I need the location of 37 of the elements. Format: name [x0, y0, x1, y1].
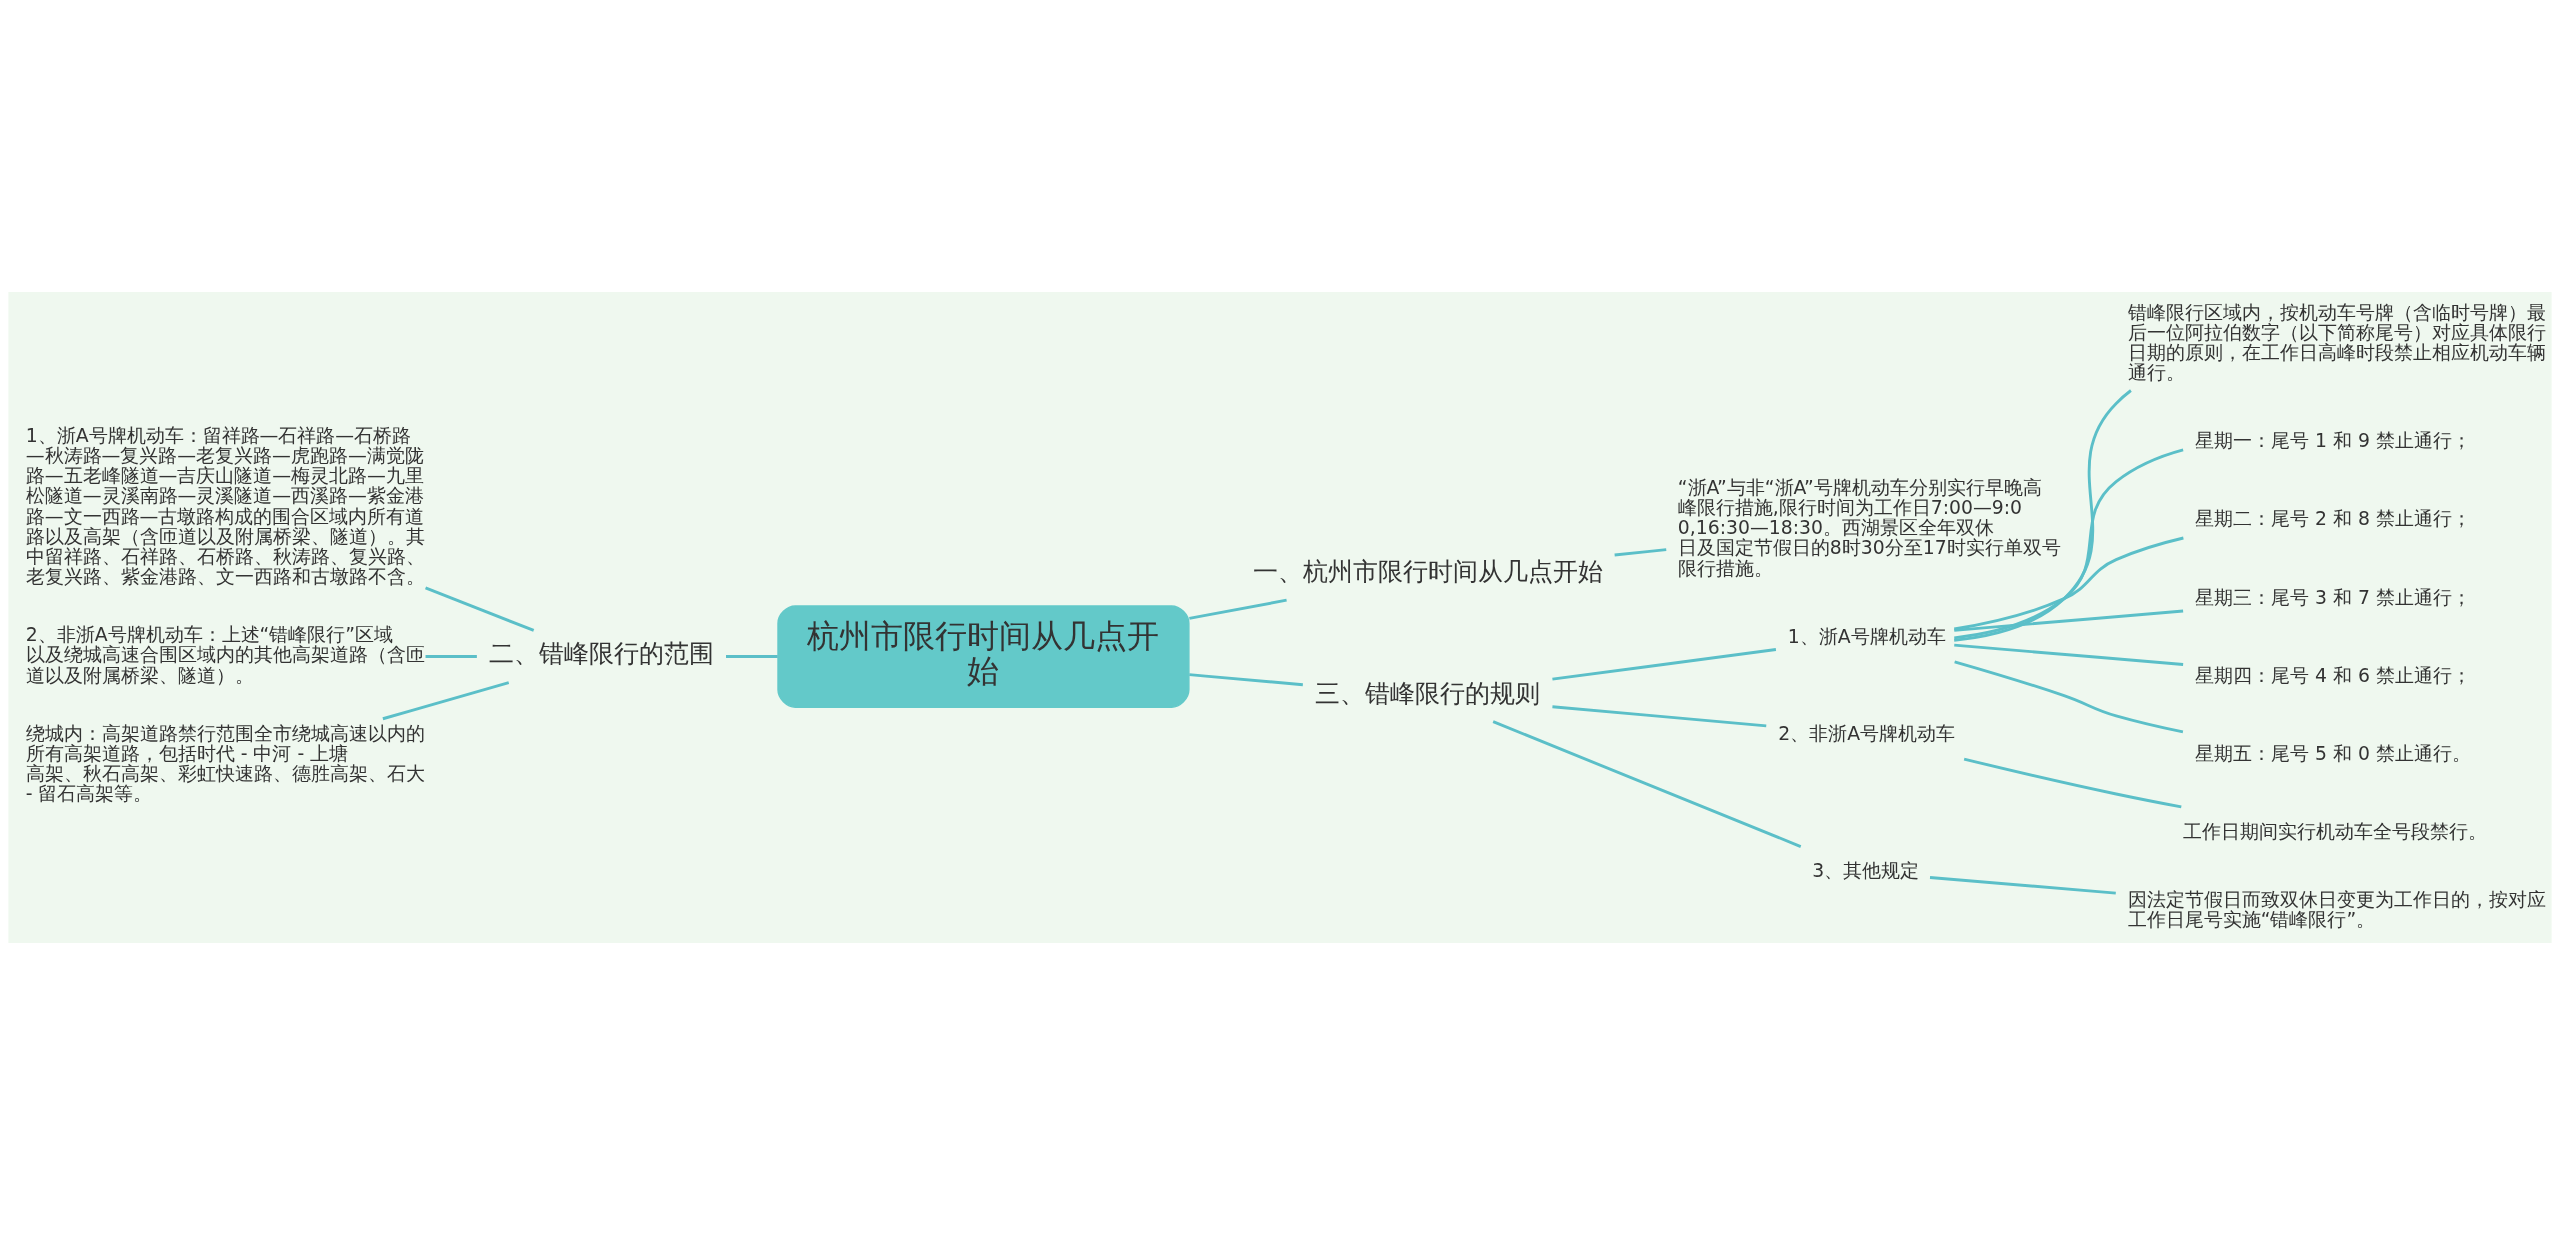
connector	[425, 655, 477, 658]
connector	[1954, 536, 2184, 631]
node-text: 星期四：尾号 4 和 6 禁止通行；	[2195, 664, 2471, 686]
connector	[1552, 648, 1777, 681]
connector	[726, 655, 778, 658]
node-text: 1、浙A号牌机动车	[1787, 625, 1946, 647]
node-text: 2、非浙A号牌机动车	[1778, 722, 1956, 744]
node-text: 三、错峰限行的规则	[1314, 678, 1540, 708]
node-text: 星期一：尾号 1 和 9 禁止通行；	[2195, 430, 2471, 452]
node-text: 星期五：尾号 5 和 0 禁止通行。	[2195, 742, 2471, 764]
connector	[382, 681, 510, 721]
connector	[1492, 720, 1802, 848]
connector	[1954, 448, 2184, 640]
node-text: 2、非浙A号牌机动车：上述“错峰限行”区域以及绕城高速合围区域内的其他高架道路（含匝道以及附属桥梁、隧道）。	[25, 624, 425, 686]
node-text: 一、杭州市限行时间从几点开始	[1252, 557, 1603, 587]
node-text: 3、其他规定	[1812, 860, 1920, 882]
node-text: 星期三：尾号 3 和 7 禁止通行；	[2195, 586, 2471, 608]
connector	[1954, 389, 2132, 642]
connector	[1929, 876, 2116, 895]
connector	[1189, 598, 1287, 620]
connector	[1189, 673, 1303, 687]
node-text: 1、浙A号牌机动车：留祥路—石祥路—石桥路—秋涛路—复兴路—老复兴路—虎跑路—满觉陇路—五老峰隧道—吉庆山隧道—梅灵北路—九里松隧道—灵溪南路—灵溪隧道—西溪路—紫金港路—文一西路—古墩路构成的围合区域内所有道路以及高架（含匝道以及附属桥梁、隧道）。其中留祥路、石祥路、石桥路、秋涛路、复兴路、老复兴路、紫金港路、文一西路和古墩路不含。	[25, 424, 425, 588]
node-text: 二、错峰限行的范围	[488, 639, 714, 669]
connector	[1614, 548, 1667, 557]
node-text: “浙A”与非“浙A”号牌机动车分别实行早晚高峰限行措施,限行时间为工作日7:00—9:00,16:30—18:30。西湖景区全年双休日及国定节假日的8时30分至17时实行单双号限行措施。	[1677, 476, 2061, 579]
node-text: 错峰限行区域内，按机动车号牌（含临时号牌）最后一位阿拉伯数字（以下简称尾号）对应具体限行日期的原则，在工作日高峰时段禁止相应机动车辆通行。	[2127, 301, 2546, 384]
connector	[1954, 609, 2184, 632]
node-text: 因法定节假日而致双休日变更为工作日的，按对应工作日尾号实施“错峰限行”。	[2127, 888, 2546, 931]
node-text: 星期二：尾号 2 和 8 禁止通行；	[2195, 508, 2471, 530]
connector	[1954, 643, 2184, 666]
connector	[1963, 757, 2182, 809]
connector	[425, 586, 535, 632]
connector	[1552, 705, 1767, 728]
connector	[1954, 660, 2184, 734]
node-box: 杭州市限行时间从几点开始	[777, 605, 1190, 708]
node-text: 工作日期间实行机动车全号段禁行。	[2182, 820, 2487, 842]
node-text: 绕城内：高架道路禁行范围全市绕城高速以内的所有高架道路，包括时代 - 中河 - 上塘高架、秋石高架、彩虹快速路、德胜高架、石大 - 留石高架等。	[25, 722, 425, 805]
